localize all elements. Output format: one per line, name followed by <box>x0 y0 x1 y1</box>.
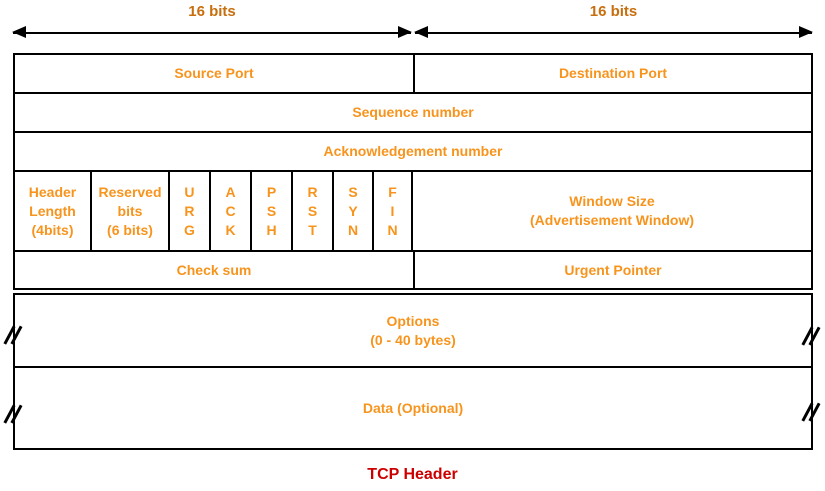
field-destination-port: Destination Port <box>558 65 668 81</box>
field-reserved-bits: Reserved bits (6 bits) <box>92 172 170 250</box>
table-row: Source Port Destination Port <box>15 55 811 94</box>
field-flag-syn: S Y N <box>334 172 374 250</box>
field-flag-urg: U R G <box>170 172 211 250</box>
field-flag-rst: R S T <box>293 172 334 250</box>
table-row: Check sum Urgent Pointer <box>15 252 811 288</box>
diagram-title: TCP Header <box>367 466 458 483</box>
table-row: Acknowledgement number <box>15 133 811 172</box>
bit-width-label-left: 16 bits <box>188 3 236 20</box>
table-row: Sequence number <box>15 94 811 133</box>
field-flag-fin: F I N <box>374 172 413 250</box>
break-mark-icon <box>801 324 823 348</box>
break-mark-icon <box>801 400 823 424</box>
field-flag-ack: A C K <box>211 172 252 250</box>
field-flag-psh: P S H <box>252 172 293 250</box>
field-source-port: Source Port <box>15 55 415 92</box>
table-row: Header Length (4bits) Reserved bits (6 b… <box>15 172 811 252</box>
field-sequence-number: Sequence number <box>352 104 474 120</box>
break-mark-icon <box>3 402 25 426</box>
field-window-size: Window Size (Advertisement Window) <box>530 193 694 228</box>
field-acknowledgement-number: Acknowledgement number <box>323 143 503 159</box>
field-header-length: Header Length (4bits) <box>15 172 92 250</box>
field-checksum: Check sum <box>15 252 415 288</box>
field-urgent-pointer: Urgent Pointer <box>564 261 662 278</box>
field-options: Options (0 - 40 bytes) <box>13 293 813 368</box>
bit-width-label-right: 16 bits <box>589 3 638 20</box>
double-arrow-icon <box>414 26 813 38</box>
break-mark-icon <box>3 323 25 347</box>
tcp-header-table: Source Port Destination Port Sequence nu… <box>13 53 813 290</box>
double-arrow-icon <box>12 26 412 38</box>
field-data: Data (Optional) <box>13 366 813 450</box>
